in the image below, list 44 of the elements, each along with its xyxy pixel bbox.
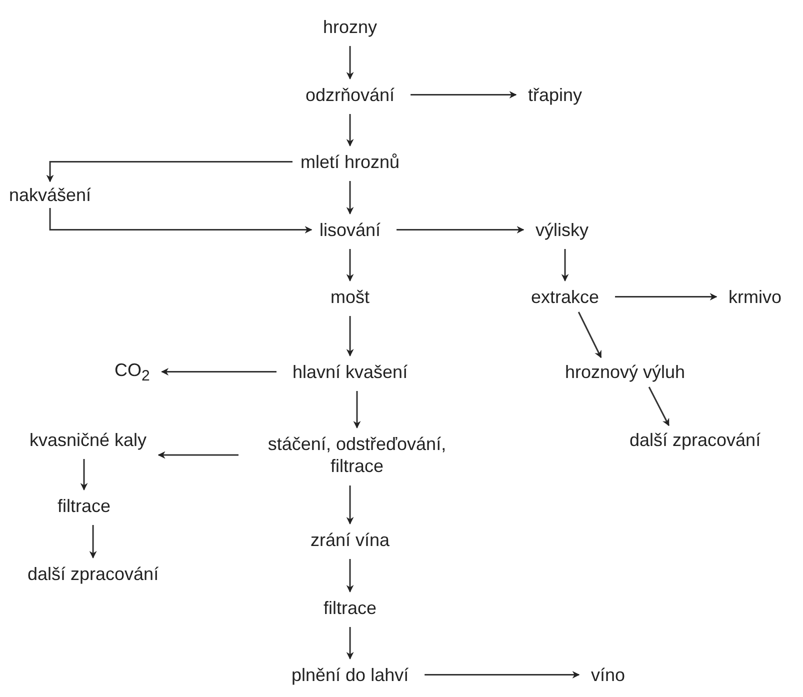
process-step-text: krmivo <box>728 286 782 308</box>
arrow <box>346 559 354 592</box>
arrow <box>615 293 718 300</box>
process-step-text: lisování <box>320 218 381 241</box>
arrow <box>346 249 354 282</box>
process-step-text: nakvášení <box>9 184 92 206</box>
process-step-text: mošt <box>330 286 370 308</box>
arrow <box>424 671 580 678</box>
process-step-text: zrání vína <box>310 528 390 551</box>
process-step-text: výlisky <box>536 218 588 241</box>
process-step-text: plnění do lahví <box>292 664 409 686</box>
arrow <box>346 316 354 356</box>
process-step-text: filtrace <box>58 494 111 517</box>
arrow <box>80 459 88 490</box>
arrow <box>346 181 354 214</box>
arrow <box>346 627 354 660</box>
process-step-text: víno <box>591 664 626 686</box>
arrow <box>561 249 569 282</box>
arrow <box>346 486 354 524</box>
arrow <box>89 525 97 558</box>
process-step-text: třapiny <box>528 84 582 106</box>
arrow <box>353 391 361 428</box>
arrow <box>410 91 517 98</box>
process-step-text: extrakce <box>531 286 600 308</box>
process-step-text: další zpracování <box>630 428 761 451</box>
arrow <box>346 114 354 146</box>
process-step-text: CO$_{2}$ <box>114 358 150 386</box>
process-step-text: mletí hroznů <box>300 150 400 173</box>
process-step-text: další zpracování <box>28 562 159 585</box>
process-step-text: stáčení, odstřeďování, filtrace <box>254 432 460 478</box>
arrow <box>648 386 670 426</box>
arrow <box>49 208 312 234</box>
arrow <box>346 46 354 80</box>
arrow <box>46 161 292 182</box>
arrow <box>158 451 238 459</box>
arrow <box>161 368 276 376</box>
process-step-text: kvasničné kaly <box>30 428 147 451</box>
process-step-text: filtrace <box>324 596 377 619</box>
process-step-text: hlavní kvašení <box>292 360 408 383</box>
arrow <box>396 226 524 234</box>
process-step-text: hrozny <box>323 16 378 38</box>
process-step-text: odzrňování <box>306 84 395 106</box>
process-step-text: hroznový výluh <box>565 360 686 383</box>
arrow <box>578 312 602 358</box>
